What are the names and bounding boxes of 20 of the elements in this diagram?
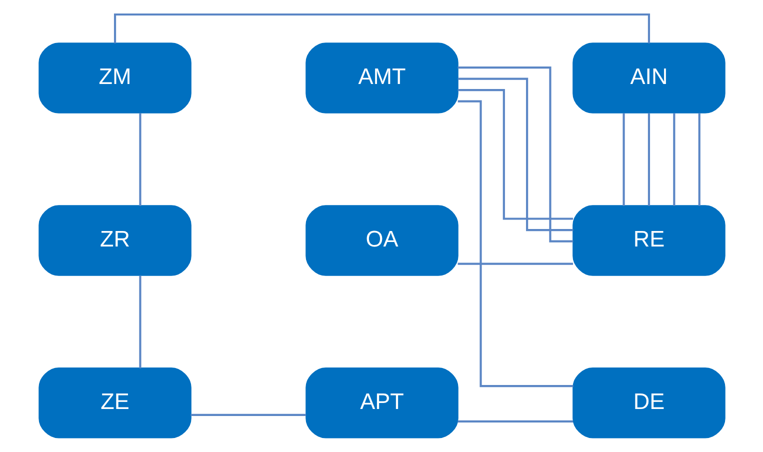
node-box: AMT xyxy=(305,42,458,114)
connector xyxy=(622,113,624,206)
connector xyxy=(138,113,141,206)
node-box: ZR xyxy=(38,205,191,276)
node-box: DE xyxy=(572,368,725,438)
connector xyxy=(190,414,306,416)
node-box: AIN xyxy=(572,42,725,114)
connector xyxy=(647,113,650,206)
node-box: ZM xyxy=(38,42,191,114)
node-box: OA xyxy=(305,205,458,276)
connector xyxy=(138,276,141,368)
node-box: ZE xyxy=(38,368,191,438)
node-box: APT xyxy=(305,368,458,438)
connector xyxy=(113,13,650,44)
connector xyxy=(698,113,700,206)
connector xyxy=(457,100,573,388)
connector xyxy=(457,262,572,265)
connector xyxy=(672,113,675,206)
connector xyxy=(457,420,572,422)
node-box: RE xyxy=(572,205,725,276)
